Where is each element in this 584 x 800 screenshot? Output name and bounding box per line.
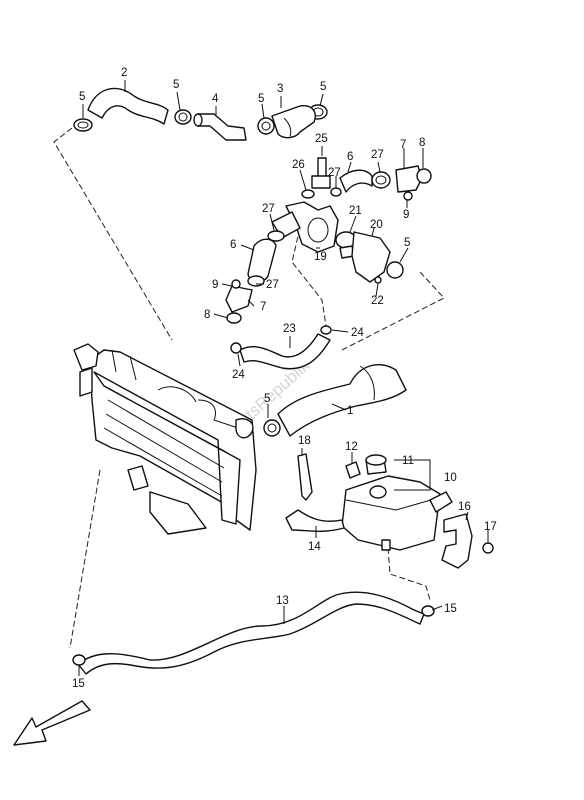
- callout-27: 27: [262, 203, 275, 215]
- callout-10: 10: [444, 472, 457, 484]
- thermostat-housing: [271, 201, 404, 284]
- callout-3: 3: [277, 83, 283, 95]
- sensor-25: [301, 157, 342, 199]
- hose-1: [277, 364, 407, 437]
- callout-15: 15: [444, 603, 457, 615]
- hose-6-lower: [247, 238, 277, 283]
- callout-5: 5: [79, 91, 85, 103]
- callout-6: 6: [347, 151, 353, 163]
- callout-26: 26: [292, 159, 305, 171]
- radiator: [73, 343, 257, 535]
- callout-2: 2: [121, 67, 127, 79]
- callout-7: 7: [260, 301, 266, 313]
- callout-24: 24: [351, 327, 364, 339]
- callout-4: 4: [212, 93, 219, 105]
- callout-5: 5: [264, 393, 270, 405]
- reference-lines: [53, 127, 445, 649]
- hose-3: [271, 105, 316, 139]
- callout-5: 5: [404, 237, 410, 249]
- callout-15: 15: [72, 678, 85, 690]
- leader-lines: [78, 80, 489, 676]
- callout-13: 13: [276, 595, 289, 607]
- reservoir-tank: [341, 454, 453, 551]
- callout-11: 11: [402, 455, 414, 467]
- hose-6-upper: [339, 169, 373, 193]
- callout-6: 6: [230, 239, 236, 251]
- callout-21: 21: [349, 205, 362, 217]
- callout-18: 18: [298, 435, 311, 447]
- callout-16: 16: [458, 501, 471, 513]
- callout-5: 5: [320, 81, 326, 93]
- callout-17: 17: [484, 521, 497, 533]
- callout-20: 20: [370, 219, 383, 231]
- callout-1: 1: [347, 405, 353, 417]
- pipe-4: [197, 113, 247, 141]
- bracket-16: [441, 513, 473, 569]
- callout-19: 19: [314, 251, 327, 263]
- fitting-7-upper: [395, 165, 423, 193]
- callout-8: 8: [419, 137, 425, 149]
- callout-14: 14: [308, 541, 321, 553]
- hose-2: [87, 87, 169, 125]
- hose-23: [239, 333, 331, 370]
- callout-labels: 2 5 5 4 3 5 5 25 26 27 6 27 7 8 9 27 21 …: [72, 67, 497, 690]
- callout-27: 27: [266, 279, 279, 291]
- callout-27: 27: [371, 149, 384, 161]
- callout-23: 23: [283, 323, 296, 335]
- callout-24: 24: [232, 369, 245, 381]
- callout-25: 25: [315, 133, 328, 145]
- front-direction-arrow-icon: [13, 700, 91, 746]
- hose-13: [77, 591, 425, 675]
- callout-7: 7: [400, 139, 406, 151]
- strap-18: [297, 453, 313, 501]
- fitting-7-lower: [225, 285, 253, 313]
- callout-8: 8: [204, 309, 210, 321]
- callout-27: 27: [328, 167, 341, 179]
- callout-12: 12: [345, 441, 358, 453]
- hose-14: [285, 509, 345, 532]
- callout-5: 5: [258, 93, 264, 105]
- callout-9: 9: [403, 209, 409, 221]
- callout-9: 9: [212, 279, 218, 291]
- callout-22: 22: [371, 295, 384, 307]
- callout-5: 5: [173, 79, 179, 91]
